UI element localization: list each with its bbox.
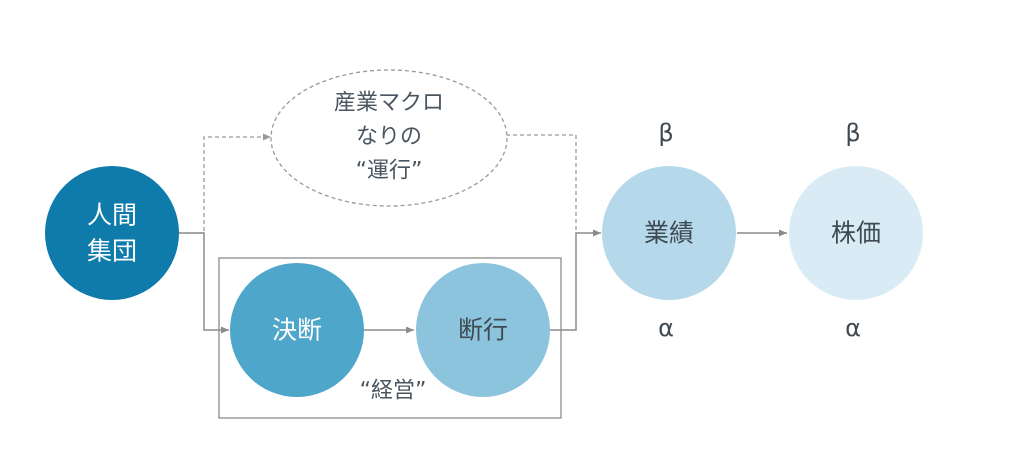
human-group-label-line2: 集団: [87, 237, 137, 266]
macro-label-line2: なりの: [356, 125, 422, 150]
dashed-connector-macro-to-performance: [506, 134, 577, 233]
performance-node: [602, 166, 736, 300]
performance-label: 業績: [644, 219, 694, 248]
connector-human-to-decision: [178, 232, 229, 334]
stock-price-label: 株価: [831, 219, 881, 248]
decision-label: 決断: [272, 316, 322, 345]
macro-label-line3: “運行”: [356, 159, 423, 184]
management-frame: [218, 257, 562, 419]
execution-label: 断行: [458, 316, 508, 345]
dashed-connector-human-to-macro: [178, 133, 271, 234]
stock-price-beta-label: β: [845, 119, 860, 147]
performance-beta-label: β: [658, 119, 673, 147]
macro-ellipse: [270, 69, 508, 207]
stock-price-alpha-label: α: [845, 314, 861, 342]
execution-node: [416, 263, 550, 397]
performance-alpha-label: α: [658, 314, 674, 342]
macro-label-line1: 産業マクロ: [334, 91, 444, 116]
human-group-node: [45, 166, 179, 300]
human-group-label-line1: 人間: [87, 201, 137, 230]
decision-node: [230, 263, 364, 397]
management-label: “経営”: [360, 379, 427, 404]
connector-execution-to-performance: [550, 229, 601, 331]
stock-price-node: [789, 166, 923, 300]
